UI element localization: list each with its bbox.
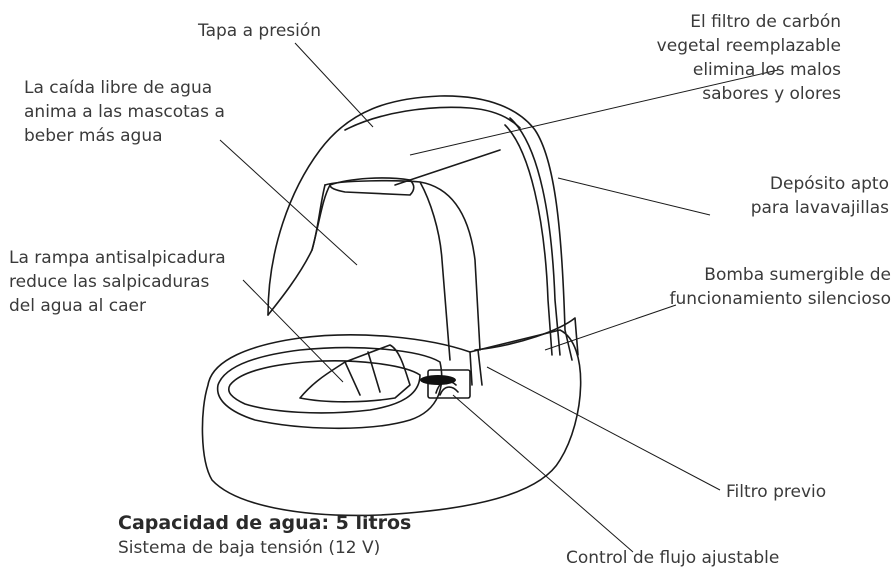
bowl-inner (228, 360, 421, 414)
capacity-title: Capacidad de agua: 5 litros (118, 512, 412, 534)
lid-label: Tapa a presión (198, 21, 322, 41)
filter-label: El filtro de carbón vegetal reemplazable… (656, 12, 841, 104)
splash-ramp (299, 344, 411, 403)
leader-prefilter (486, 366, 721, 491)
ramp-label: La rampa antisalpicadura reduce las salp… (9, 248, 226, 316)
leader-lid (294, 42, 374, 128)
pump-label: Bomba sumergible de funcionamiento silen… (669, 265, 891, 309)
reservoir-inner (324, 179, 481, 361)
leader-pump (544, 304, 677, 351)
flow-label: Control de flujo ajustable (566, 548, 780, 568)
prefilter-label: Filtro previo (726, 482, 827, 502)
base-outer (201, 329, 582, 517)
leader-reservoir (557, 177, 711, 216)
capacity-subtitle: Sistema de baja tensión (12 V) (118, 538, 381, 558)
leader-flow (452, 394, 634, 553)
base-rim (216, 346, 443, 430)
reservoir-label: Depósito apto para lavavajillas (750, 174, 889, 218)
freefall-label: La caída libre de agua anima a las masco… (24, 78, 225, 146)
pump-intake (420, 375, 456, 385)
leader-freefall (219, 139, 358, 266)
leader-ramp (242, 279, 344, 383)
leader-filter (409, 69, 779, 156)
reservoir-outer (267, 95, 573, 361)
